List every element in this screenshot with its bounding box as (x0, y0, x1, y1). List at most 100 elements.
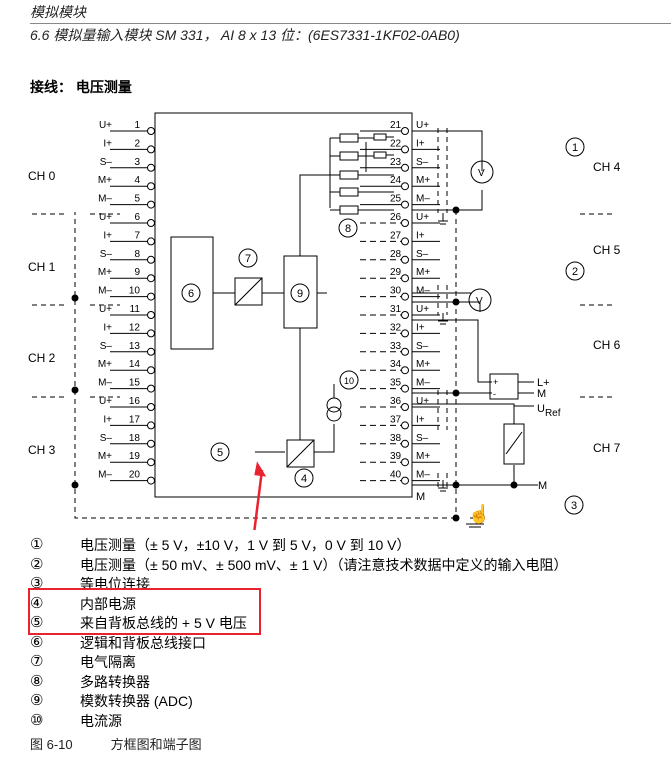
callout-marker (565, 137, 585, 157)
pin-label: M– (98, 194, 112, 205)
pin-number: 27 (390, 230, 402, 241)
legend-number: ③ (30, 575, 44, 592)
pin-label: I+ (103, 414, 112, 425)
terminal[interactable] (401, 403, 409, 411)
pin-label: U+ (99, 396, 112, 407)
legend-text: 逻辑和背板总线接口 (80, 634, 206, 651)
pin-number: 30 (390, 286, 402, 297)
terminal[interactable] (147, 476, 155, 485)
pin-number: 24 (390, 175, 402, 186)
pin-number: 18 (129, 433, 141, 444)
terminal[interactable] (401, 421, 409, 430)
terminal[interactable] (147, 347, 155, 356)
pin-number: 26 (390, 212, 402, 223)
pin-number: 8 (134, 249, 140, 260)
terminal[interactable] (401, 163, 409, 172)
channel-label: CH 4 (593, 160, 621, 174)
terminal[interactable] (147, 439, 155, 448)
pin-label: U+ (99, 212, 112, 223)
terminal[interactable] (147, 163, 155, 172)
terminal[interactable] (147, 458, 155, 467)
section-title: 接线： 电压测量 (30, 79, 132, 95)
terminal[interactable] (401, 439, 409, 448)
pin-label: M– (416, 378, 430, 389)
pin-label: S– (416, 341, 429, 352)
uref-label: URef (537, 403, 561, 419)
terminal[interactable] (401, 255, 409, 264)
pin-number: 12 (129, 322, 141, 333)
terminal[interactable] (401, 366, 409, 375)
terminal[interactable] (401, 274, 409, 283)
terminal[interactable] (147, 329, 155, 338)
pin-label: U+ (416, 120, 429, 131)
terminal[interactable] (147, 145, 155, 154)
terminal[interactable] (401, 311, 409, 319)
terminal[interactable] (401, 145, 409, 154)
pin-label: S– (100, 157, 113, 168)
pin-label: S– (100, 249, 113, 260)
terminal[interactable] (147, 200, 155, 209)
legend-text: 模数转换器 (ADC) (80, 693, 193, 709)
pin-label: M+ (416, 359, 430, 370)
legend-number: ⑩ (30, 711, 44, 729)
pin-label: S– (416, 249, 429, 260)
terminal[interactable] (401, 237, 409, 246)
m-label: M (538, 480, 547, 492)
terminal[interactable] (147, 384, 155, 393)
terminal[interactable] (401, 384, 409, 393)
terminal[interactable] (147, 182, 155, 191)
terminal[interactable] (401, 329, 409, 338)
pin-number: 6 (134, 212, 140, 223)
callout-number: 6 (188, 288, 194, 300)
terminal[interactable] (401, 219, 409, 227)
pin-number: 3 (134, 157, 140, 168)
pin-number: 10 (129, 286, 141, 297)
legend-number: ⑧ (30, 672, 44, 690)
legend-text: 电压测量（± 50 mV、± 500 mV、± 1 V）（请注意技术数据中定义的… (80, 556, 568, 573)
terminal[interactable] (147, 292, 155, 301)
terminal[interactable] (147, 274, 155, 283)
pin-label: M– (416, 286, 430, 297)
terminal[interactable] (401, 458, 409, 467)
legend-number: ① (30, 536, 44, 553)
terminal[interactable] (401, 127, 409, 135)
pin-label: U+ (416, 396, 429, 407)
legend-text: 来自背板总线的 + 5 V 电压 (80, 615, 247, 631)
terminal[interactable] (401, 347, 409, 356)
callout-number: 7 (245, 253, 251, 265)
pin-label: I+ (416, 414, 425, 425)
terminal[interactable] (147, 311, 155, 319)
callout-marker (210, 442, 230, 462)
pin-label: S– (416, 157, 429, 168)
pin-number: 35 (390, 378, 402, 389)
voltmeter-symbol: V (476, 296, 483, 307)
transducer-plus: + (493, 377, 498, 387)
terminal[interactable] (401, 476, 409, 485)
terminal[interactable] (147, 219, 155, 227)
terminal[interactable] (147, 421, 155, 430)
callout-marker (338, 218, 358, 238)
highlight-arrowhead (254, 461, 267, 477)
channel-label: CH 7 (593, 441, 621, 455)
terminal[interactable] (401, 200, 409, 209)
pin-number: 17 (129, 414, 141, 425)
pin-label: M+ (98, 175, 112, 186)
terminal[interactable] (147, 403, 155, 411)
callout-number: 10 (344, 376, 354, 386)
transducer-minus: - (493, 389, 496, 399)
pin-label: S– (100, 433, 113, 444)
terminal[interactable] (147, 255, 155, 264)
legend-text: 内部电源 (80, 595, 136, 612)
terminal[interactable] (147, 366, 155, 375)
pin-label: U+ (416, 304, 429, 315)
terminal[interactable] (401, 182, 409, 191)
pin-number: 37 (390, 414, 402, 425)
terminal[interactable] (401, 292, 409, 301)
pin-number: 22 (390, 138, 402, 149)
pin-number: 14 (129, 359, 141, 370)
pin-number: 19 (129, 451, 141, 462)
terminal[interactable] (147, 237, 155, 246)
terminal[interactable] (147, 127, 155, 135)
legend-text: 电气隔离 (80, 654, 136, 670)
